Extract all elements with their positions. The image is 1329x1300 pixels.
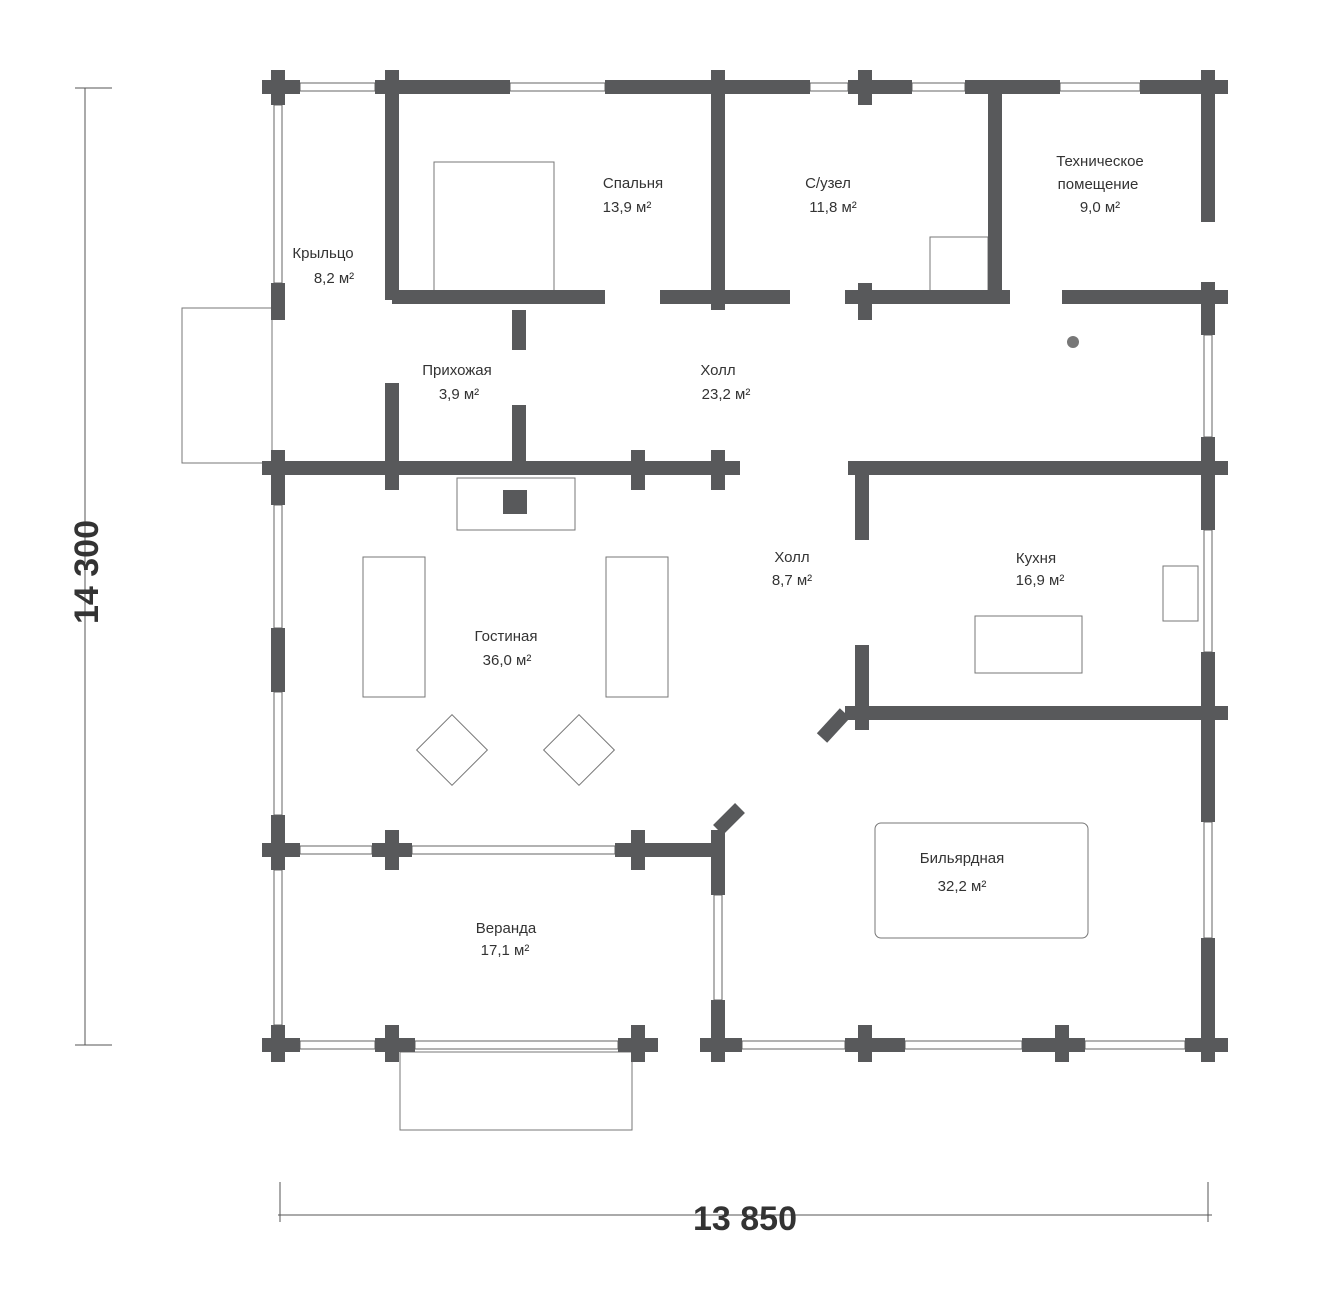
- veranda-steps: [399, 1051, 633, 1131]
- window: [299, 845, 373, 855]
- window: [509, 82, 606, 92]
- room-name: Холл: [700, 362, 735, 379]
- window: [299, 1040, 376, 1050]
- room-entry: Прихожая 3,9 м²: [422, 362, 492, 403]
- height-dimension: 14 300: [68, 87, 112, 1046]
- room-living: Гостиная 36,0 м²: [475, 628, 538, 669]
- room-kitchen: Кухня 16,9 м²: [1016, 550, 1065, 589]
- room-area: 11,8 м²: [809, 199, 857, 216]
- window: [911, 82, 966, 92]
- window: [809, 82, 849, 92]
- armchair: [415, 713, 489, 787]
- room-billiard: Бильярдная 32,2 м²: [920, 850, 1004, 895]
- shower: [929, 236, 989, 295]
- room-hall-small: Холл 8,7 м²: [772, 549, 812, 589]
- window: [1203, 529, 1213, 653]
- room-name: Бильярдная: [920, 850, 1004, 867]
- window: [273, 104, 283, 284]
- dining-table: [974, 615, 1083, 674]
- window: [273, 504, 283, 629]
- bed: [433, 161, 555, 293]
- stair-post: [1067, 336, 1079, 348]
- room-name: Кухня: [1016, 550, 1056, 567]
- furniture: [181, 161, 1199, 1131]
- room-name: Техническое: [1056, 153, 1144, 170]
- window: [1059, 82, 1141, 92]
- room-area: 13,9 м²: [603, 199, 652, 216]
- room-area: 9,0 м²: [1080, 199, 1120, 216]
- window: [1084, 1040, 1186, 1050]
- window: [273, 691, 283, 816]
- room-area: 16,9 м²: [1016, 572, 1065, 589]
- walls: [262, 70, 1228, 1062]
- room-bedroom: Спальня 13,9 м²: [603, 175, 663, 216]
- window: [1203, 821, 1213, 939]
- room-technical: Техническое помещение 9,0 м²: [1056, 153, 1144, 216]
- room-name: Крыльцо: [292, 245, 353, 262]
- room-area: 8,2 м²: [314, 270, 354, 287]
- window: [411, 845, 616, 855]
- sofa: [605, 556, 669, 698]
- room-area: 32,2 м²: [938, 878, 987, 895]
- room-hall-main: Холл 23,2 м²: [700, 362, 750, 403]
- window: [299, 82, 376, 92]
- sofa: [362, 556, 426, 698]
- window: [904, 1040, 1023, 1050]
- room-name: Холл: [774, 549, 809, 566]
- room-area: 17,1 м²: [481, 942, 530, 959]
- room-name: Веранда: [476, 920, 537, 937]
- chimney: [503, 490, 527, 514]
- room-bathroom: С/узел 11,8 м²: [805, 175, 857, 216]
- room-name: С/узел: [805, 175, 851, 192]
- room-veranda: Веранда 17,1 м²: [476, 920, 537, 959]
- room-name: Гостиная: [475, 628, 538, 645]
- room-name: Спальня: [603, 175, 663, 192]
- room-name-line2: помещение: [1058, 176, 1139, 193]
- billiard-table: [874, 822, 1089, 939]
- room-area: 36,0 м²: [483, 652, 532, 669]
- room-area: 23,2 м²: [702, 386, 751, 403]
- armchair: [542, 713, 616, 787]
- room-area: 8,7 м²: [772, 572, 812, 589]
- room-porch: Крыльцо 8,2 м²: [292, 245, 354, 287]
- height-dimension-label: 14 300: [68, 520, 106, 624]
- window: [1203, 334, 1213, 438]
- sink: [1162, 565, 1199, 622]
- width-dimension: 13 850: [278, 1182, 1212, 1238]
- window: [713, 894, 723, 1001]
- window: [273, 869, 283, 1026]
- room-area: 3,9 м²: [439, 386, 479, 403]
- width-dimension-label: 13 850: [693, 1200, 797, 1238]
- window: [741, 1040, 846, 1050]
- porch-steps: [181, 307, 273, 464]
- window: [414, 1040, 619, 1050]
- room-name: Прихожая: [422, 362, 492, 379]
- wall-segment: [816, 708, 851, 743]
- wall-segment: [713, 803, 745, 835]
